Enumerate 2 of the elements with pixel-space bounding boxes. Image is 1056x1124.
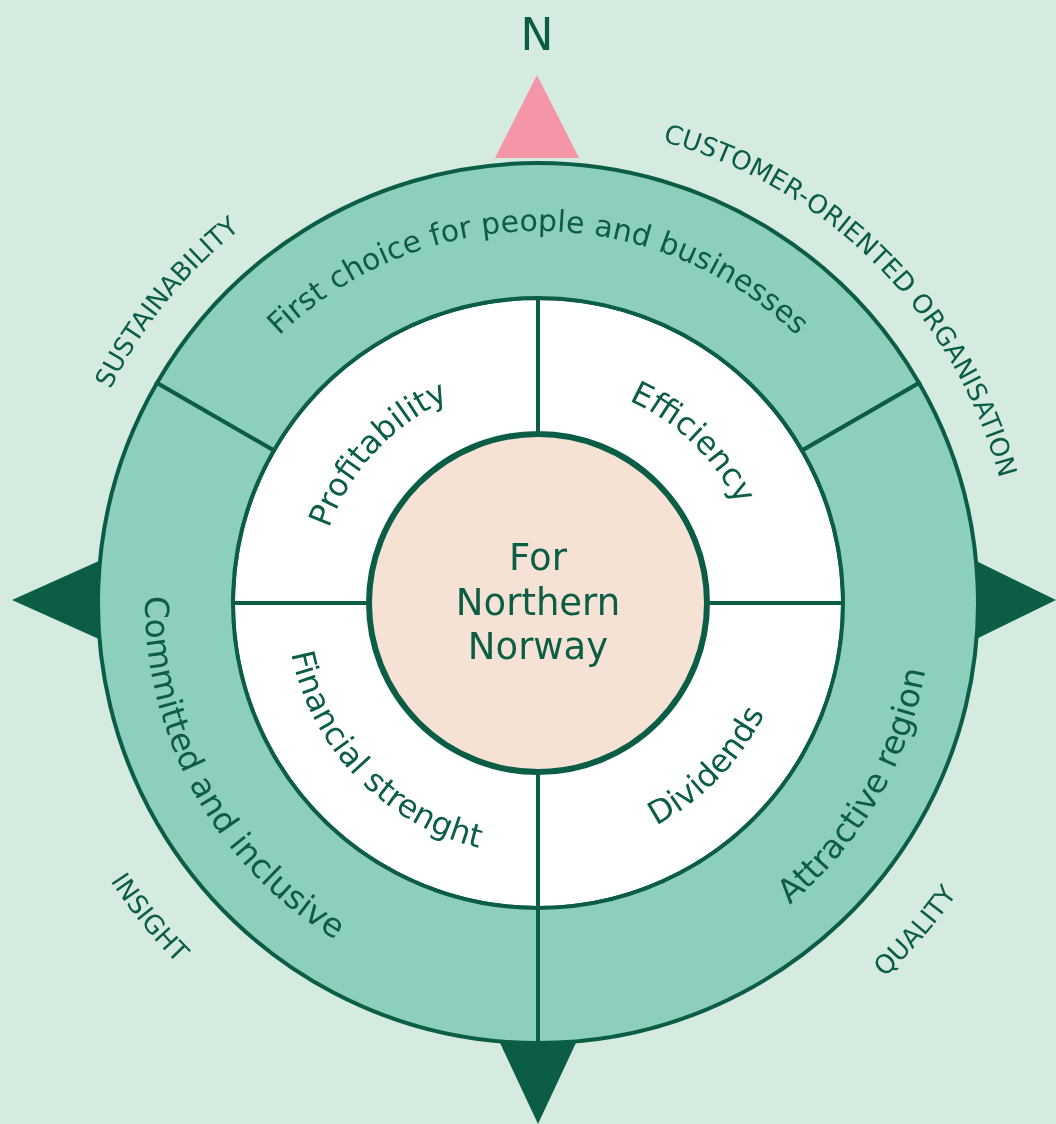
north-label: N xyxy=(520,9,554,60)
center-label: For Northern Norway xyxy=(454,536,622,670)
